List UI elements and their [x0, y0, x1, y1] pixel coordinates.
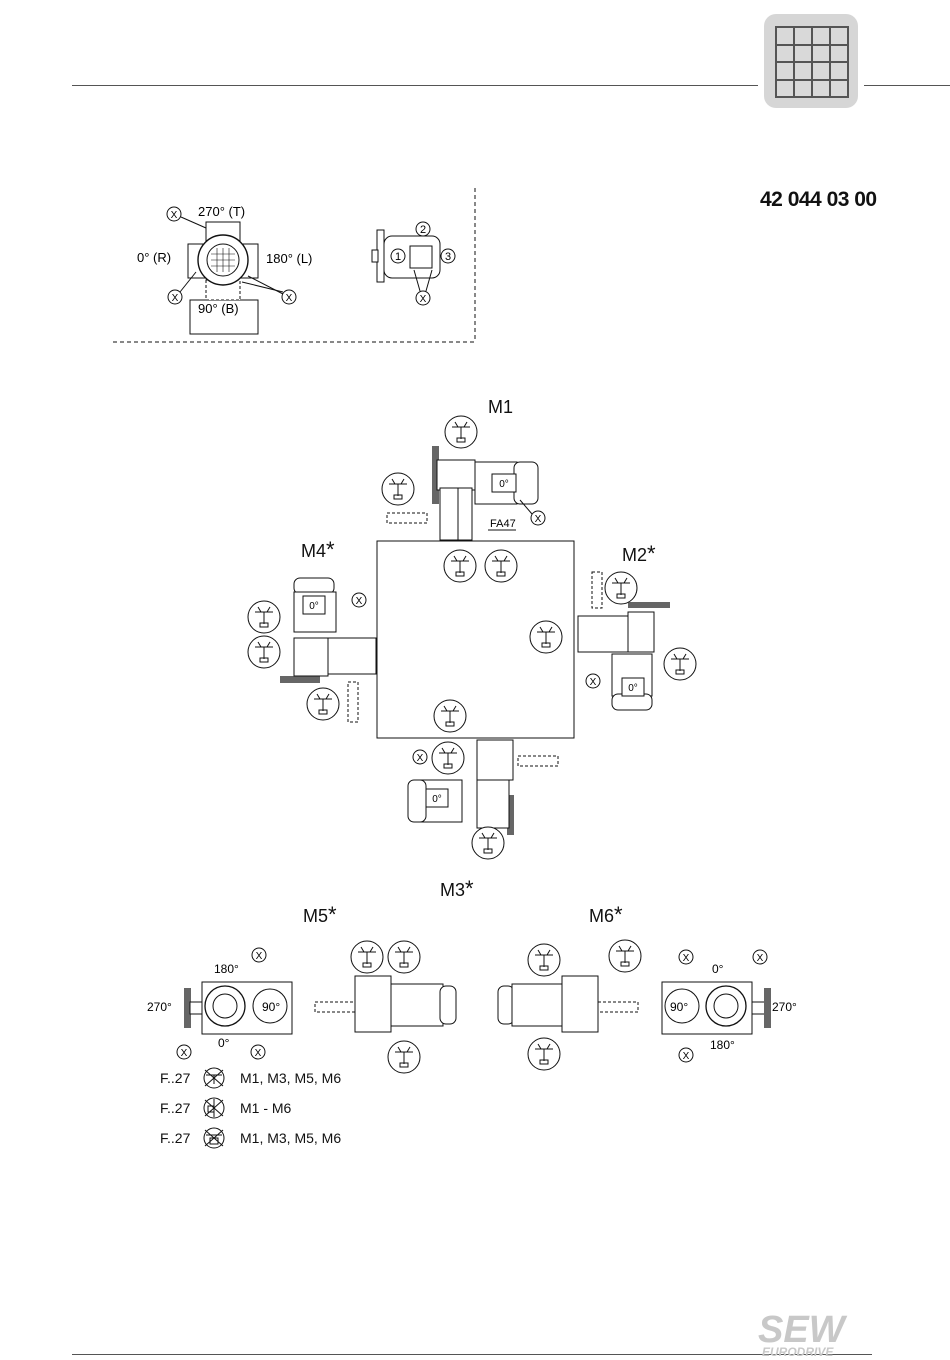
svg-text:90°: 90°	[670, 1000, 688, 1014]
svg-text:0°: 0°	[712, 962, 724, 976]
label-m6: M6*	[589, 902, 623, 928]
position-3: 3	[445, 251, 451, 263]
position-2: 2	[420, 224, 426, 236]
svg-text:180°: 180°	[710, 1038, 735, 1052]
svg-text:270°: 270°	[772, 1000, 797, 1014]
legend-row-3: F..27 M1, M3, M5, M6	[160, 1126, 341, 1150]
position-1: 1	[395, 251, 401, 263]
crossed-level-plug-icon	[200, 1096, 228, 1120]
svg-text:0°: 0°	[309, 601, 319, 612]
angle-left: 0° (R)	[137, 250, 171, 265]
footer-rule	[72, 1354, 872, 1355]
svg-text:0°: 0°	[499, 479, 509, 490]
top-detail: 270° (T) 0° (R) 180° (L) 90° (B) 1 2 3	[113, 188, 475, 342]
svg-text:0°: 0°	[218, 1036, 230, 1050]
sew-eurodrive-logo: SEW EURODRIVE	[756, 1308, 866, 1358]
label-m5: M5*	[303, 902, 337, 928]
svg-text:EURODRIVE: EURODRIVE	[762, 1345, 834, 1358]
svg-text:90°: 90°	[262, 1000, 280, 1014]
label-m4: M4*	[301, 537, 335, 563]
legend-row-2: F..27 M1 - M6	[160, 1096, 291, 1120]
svg-text:180°: 180°	[214, 962, 239, 976]
svg-text:0°: 0°	[628, 683, 638, 694]
angle-top: 270° (T)	[198, 204, 245, 219]
angle-right: 180° (L)	[266, 251, 312, 266]
label-m3: M3*	[440, 876, 474, 902]
m5-detail: 270° 180° 90° 0°	[147, 941, 456, 1073]
m6-detail: 0° 90° 180° 270°	[498, 940, 797, 1070]
type-label: FA47	[490, 518, 516, 530]
label-m2: M2*	[622, 541, 656, 567]
m4-unit: 0°	[248, 578, 376, 722]
crossed-breather-icon	[200, 1066, 228, 1090]
svg-text:0°: 0°	[432, 794, 442, 805]
angle-bottom: 90° (B)	[198, 301, 239, 316]
legend-row-1: F..27 M1, M3, M5, M6	[160, 1066, 341, 1090]
label-m1: M1	[488, 397, 513, 418]
crossed-drain-plug-icon	[200, 1126, 228, 1150]
svg-text:270°: 270°	[147, 1000, 172, 1014]
